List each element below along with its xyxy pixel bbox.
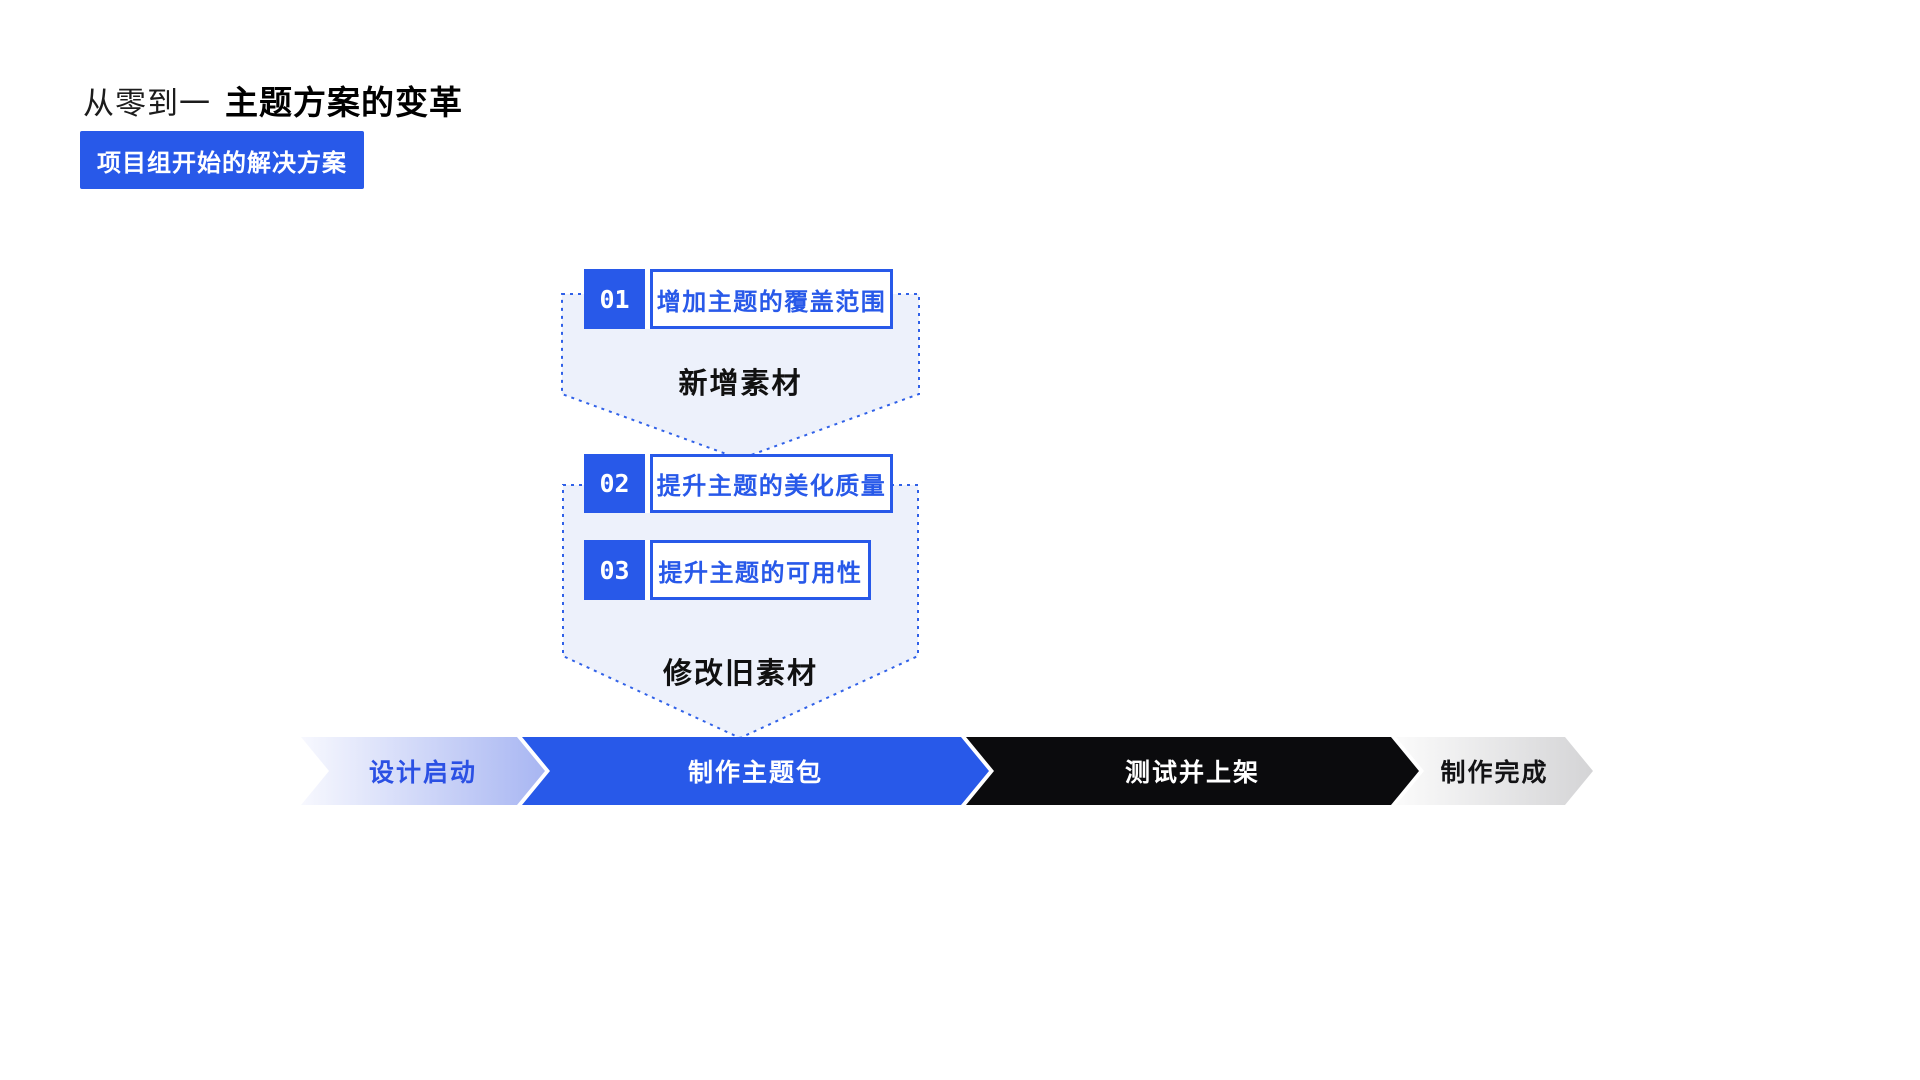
item-number-badge-03: 03: [584, 540, 645, 600]
item-row-03: 03 提升主题的可用性: [584, 540, 871, 600]
solution-badge: 项目组开始的解决方案: [80, 131, 364, 189]
group-label-new-materials: 新增素材: [678, 368, 803, 400]
flow-step-design-start: 设计启动: [301, 737, 545, 805]
group-label-modify-materials: 修改旧素材: [662, 658, 818, 690]
item-text-box-01: 增加主题的覆盖范围: [650, 269, 893, 329]
flow-step-make-theme-package: 制作主题包: [522, 737, 989, 805]
item-text-box-02: 提升主题的美化质量: [650, 454, 893, 513]
page-title-bold: 主题方案的变革: [225, 84, 463, 121]
item-text-box-03: 提升主题的可用性: [650, 540, 871, 600]
flow-step-production-complete: 制作完成: [1396, 737, 1593, 805]
item-number-badge-02: 02: [584, 454, 645, 513]
page-title-light: 从零到一: [83, 86, 211, 121]
funnel-shape-modify-materials: [562, 484, 919, 739]
flow-step-test-and-launch: 测试并上架: [966, 737, 1419, 805]
item-row-01: 01 增加主题的覆盖范围: [584, 269, 893, 329]
page-title: 从零到一 主题方案的变革: [83, 76, 463, 124]
item-row-02: 02 提升主题的美化质量: [584, 454, 893, 513]
item-number-badge-01: 01: [584, 269, 645, 329]
